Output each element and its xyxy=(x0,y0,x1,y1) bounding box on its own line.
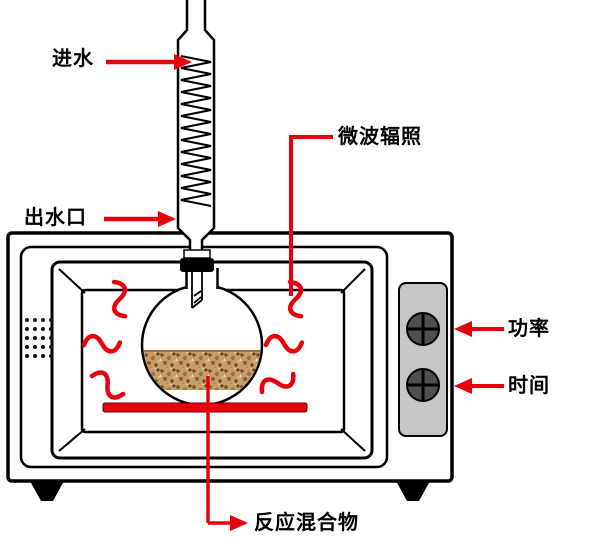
label-power: 功率 xyxy=(508,316,550,340)
control-panel xyxy=(398,282,448,437)
label-reaction-mixture: 反应混合物 xyxy=(254,510,359,534)
water-out-arrow xyxy=(104,211,176,227)
oven-door-frame xyxy=(19,245,389,469)
wave-left-bottom xyxy=(89,370,126,400)
power-knob xyxy=(406,312,440,346)
condenser xyxy=(176,0,216,309)
label-time: 时间 xyxy=(508,373,550,397)
time-arrow xyxy=(454,378,504,394)
power-arrow xyxy=(454,321,504,337)
time-knob xyxy=(406,368,440,402)
condenser-coil xyxy=(180,55,212,207)
left-foot xyxy=(30,481,64,501)
label-water-out: 出水口 xyxy=(24,205,87,229)
right-foot xyxy=(396,481,430,501)
flask-clamp xyxy=(180,258,214,272)
wave-right-middle xyxy=(263,333,305,354)
chamber-perspective-lines xyxy=(58,268,366,452)
round-bottom-flask xyxy=(140,266,264,407)
turntable-bar xyxy=(102,402,308,413)
wave-right-bottom xyxy=(259,371,296,395)
joint-flange xyxy=(183,249,211,259)
mixture-pointer xyxy=(206,376,248,531)
water-in-arrow xyxy=(106,54,192,70)
wave-right-top xyxy=(287,279,304,319)
irradiation-pointer xyxy=(289,135,333,296)
wave-left-top xyxy=(111,279,128,319)
wave-left-middle xyxy=(81,333,123,354)
vent-holes xyxy=(25,318,53,358)
label-irradiation: 微波辐照 xyxy=(338,124,422,148)
annotation-arrows xyxy=(104,54,504,531)
drip-tube xyxy=(191,272,203,309)
condenser-outline xyxy=(176,0,216,250)
microwave-waves xyxy=(81,279,305,400)
label-water-in: 进水 xyxy=(52,46,94,70)
oven-feet xyxy=(30,481,430,501)
reaction-mixture-fill xyxy=(143,350,261,390)
